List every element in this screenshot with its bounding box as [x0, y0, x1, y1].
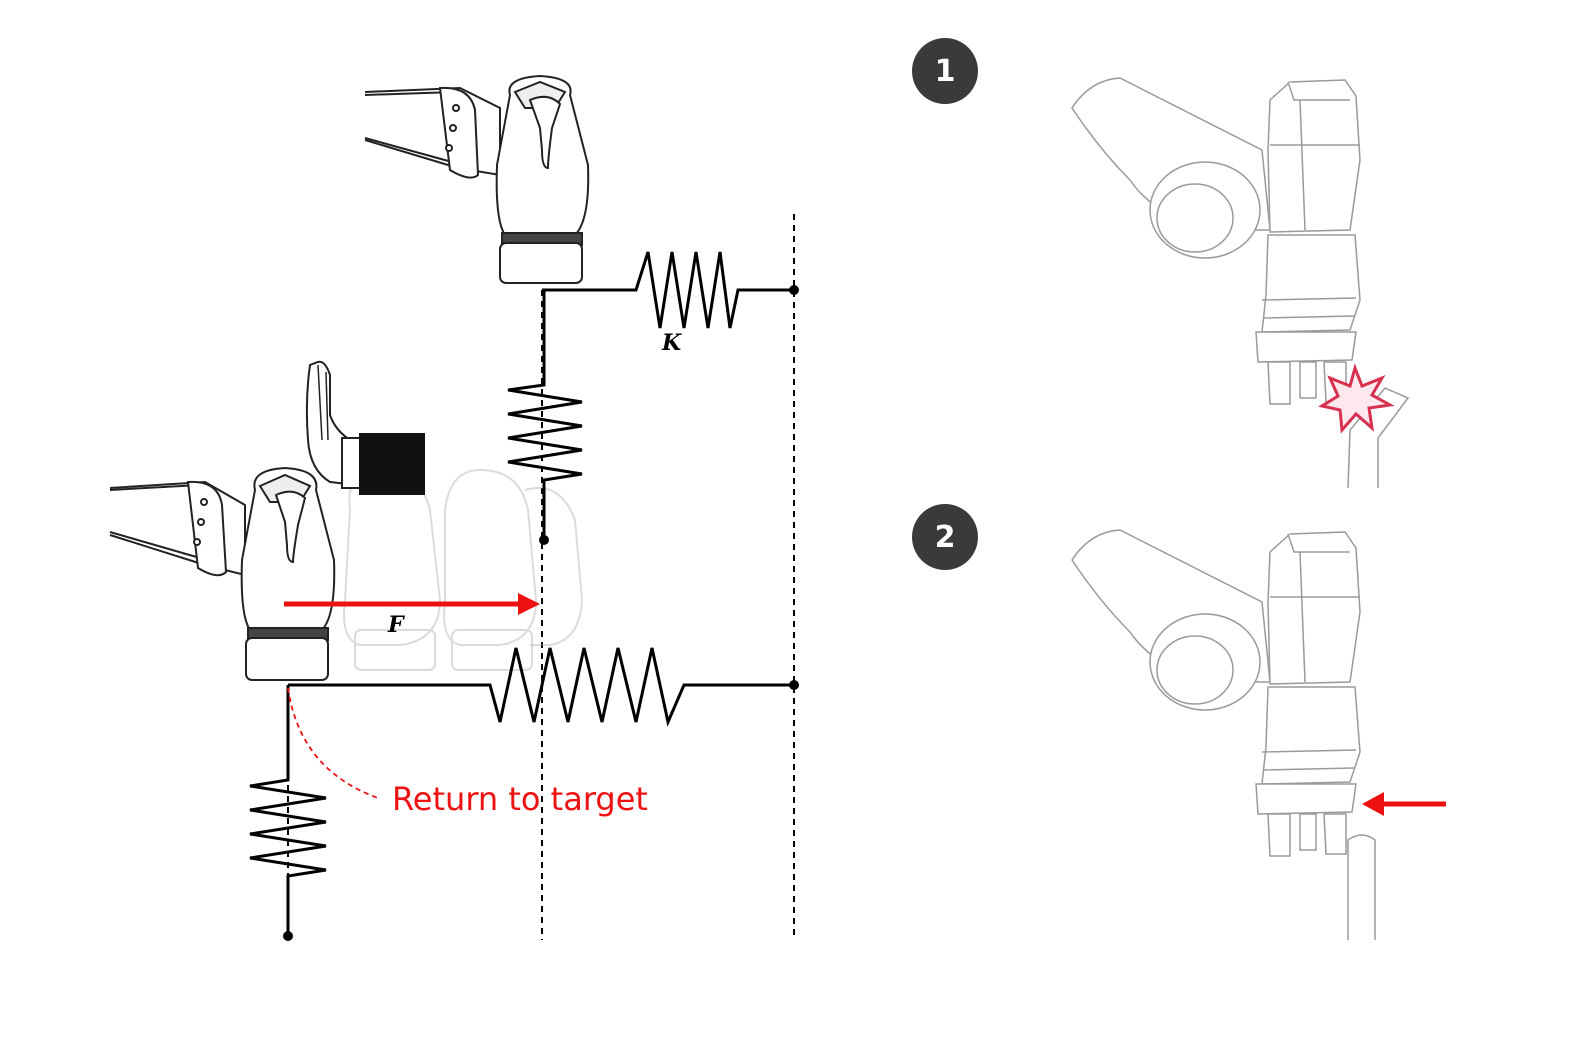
raised-hand-icon — [305, 360, 425, 495]
anchor-point-bottom-left — [283, 931, 293, 941]
left-panel: K F Return to target — [109, 74, 799, 941]
step-2-badge: 2 — [912, 504, 978, 570]
stiffness-label: K — [661, 330, 682, 356]
force-arrow — [284, 593, 540, 615]
step-1-badge: 1 — [912, 38, 978, 104]
robot-effector-top — [364, 74, 590, 284]
collision-star-icon — [1318, 363, 1395, 434]
force-label: F — [387, 612, 405, 638]
return-to-target-label: Return to target — [392, 780, 648, 818]
step-1-scene — [1071, 77, 1410, 489]
anchor-point-mid — [539, 535, 549, 545]
ghost-effector-2 — [443, 468, 538, 671]
spring-bottom-horizontal — [288, 647, 794, 727]
robot-effector-bottom — [109, 466, 336, 681]
anchor-point-bottom-right — [789, 680, 799, 690]
ghost-effector-1 — [343, 468, 442, 671]
anchor-point-top-right — [789, 285, 799, 295]
step-1-number: 1 — [934, 53, 956, 89]
spring-bottom-vertical — [249, 685, 327, 936]
right-panel — [1071, 77, 1446, 940]
ghost-effector-3 — [524, 487, 584, 646]
step-2-scene — [1071, 529, 1376, 940]
step-2-number: 2 — [934, 519, 956, 555]
spring-top-vertical — [507, 290, 583, 540]
return-path — [287, 687, 379, 799]
left-arrow-icon — [1362, 792, 1446, 816]
spring-top-horizontal — [542, 251, 794, 329]
